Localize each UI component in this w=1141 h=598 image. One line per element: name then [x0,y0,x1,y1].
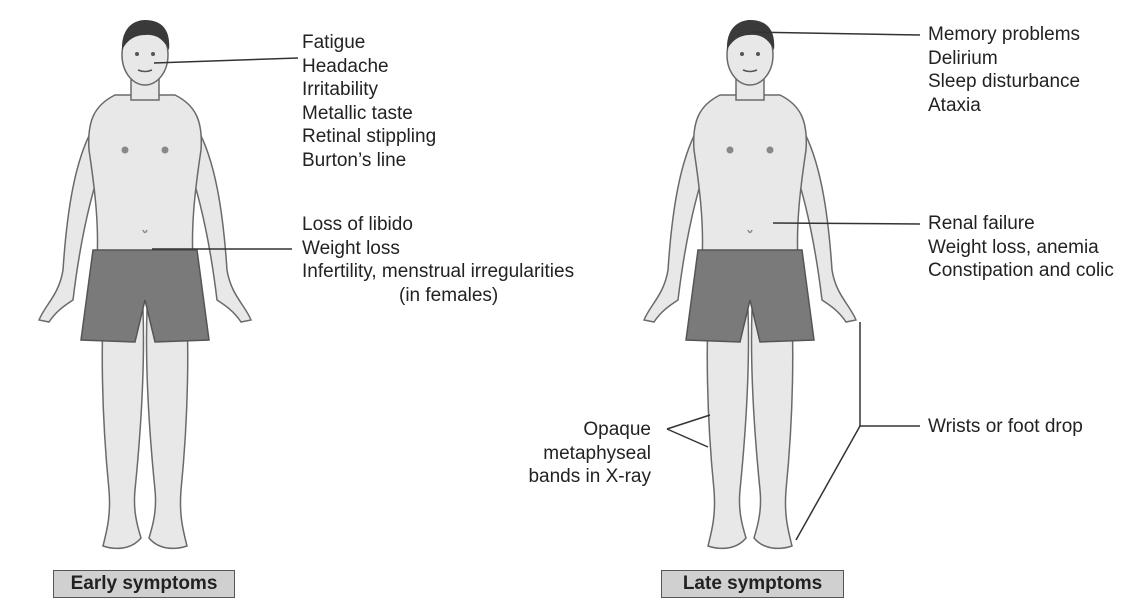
symptom-label: Sleep disturbance [928,70,1080,94]
symptom-label: Memory problems [928,23,1080,47]
leader-line-head-early [154,58,298,63]
symptom-label: metaphyseal [528,442,651,466]
symptom-label: Constipation and colic [928,259,1114,283]
person-early [39,20,251,548]
symptom-label: Infertility, menstrual irregularities [302,260,574,284]
symptom-label: Delirium [928,47,1080,71]
symptom-label: Irritability [302,78,436,102]
leader-line-knee-upper [667,415,710,429]
caption-late: Late symptoms [661,570,844,598]
early-head-labels: Fatigue Headache Irritability Metallic t… [302,31,436,172]
leader-line-head-late [750,32,920,35]
person-late [644,20,856,548]
late-limb-label: Wrists or foot drop [928,415,1083,439]
symptom-label: Fatigue [302,31,436,55]
symptom-label: Renal failure [928,212,1114,236]
late-knee-labels: Opaque metaphyseal bands in X-ray [528,418,651,489]
symptom-label: bands in X-ray [528,465,651,489]
symptom-label: Weight loss [302,237,574,261]
late-abdomen-labels: Renal failure Weight loss, anemia Consti… [928,212,1114,283]
symptom-note: (in females) [302,284,574,308]
early-abdomen-labels: Loss of libido Weight loss Infertility, … [302,213,574,307]
symptom-label: Headache [302,55,436,79]
symptom-label: Opaque [528,418,651,442]
symptom-label: Wrists or foot drop [928,415,1083,439]
symptom-label: Burton’s line [302,149,436,173]
symptom-label: Loss of libido [302,213,574,237]
symptom-label: Metallic taste [302,102,436,126]
leader-line-wrist-late [860,322,920,426]
late-head-labels: Memory problems Delirium Sleep disturban… [928,23,1080,117]
symptom-label: Weight loss, anemia [928,236,1114,260]
leader-line-abdomen-late [773,223,920,224]
symptom-label: Retinal stippling [302,125,436,149]
leader-line-knee-lower [667,429,708,447]
caption-early: Early symptoms [53,570,235,598]
symptom-label: Ataxia [928,94,1080,118]
leader-line-foot-late [796,426,860,540]
